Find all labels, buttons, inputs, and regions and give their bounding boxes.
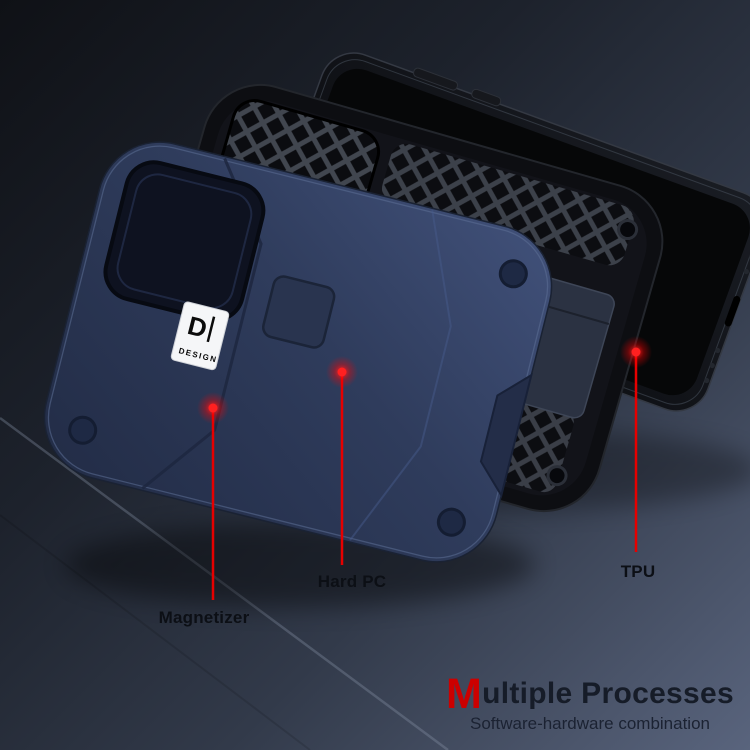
pc-sculpt-line — [349, 210, 452, 541]
label-tpu: TPU — [620, 562, 656, 581]
callout-dot-tpu — [631, 347, 641, 357]
caption-subtitle: Software-hardware combination — [469, 714, 710, 733]
pc-camera-cutout — [103, 160, 266, 323]
label-hard-pc: Hard PC — [317, 572, 387, 591]
tpu-corner-bumper — [546, 465, 568, 487]
caption-title-rest: ultiple Processes — [482, 676, 734, 710]
callout-dot-magnetizer — [208, 403, 218, 413]
pc-corner-ring — [68, 415, 98, 445]
caption: Multiple Processes Software-hardware com… — [446, 672, 734, 734]
tpu-corner-bumper — [617, 219, 639, 241]
pc-side-grip — [479, 373, 533, 499]
pc-corner-ring — [436, 507, 466, 537]
caption-title-initial: M — [445, 669, 483, 718]
logo-badge: D DESIGN — [170, 301, 230, 371]
pc-corner-ring — [498, 259, 528, 289]
pc-camera-cutout-ring — [116, 173, 253, 310]
table-edge-secondary — [0, 514, 311, 750]
phone-power-button — [471, 88, 502, 107]
tpu-lattice-top — [381, 143, 634, 266]
caption-title: Multiple Processes — [446, 672, 734, 715]
label-magnetizer: Magnetizer — [158, 608, 250, 627]
callouts — [197, 336, 652, 600]
phone-volume-button — [412, 67, 459, 91]
callout-dot-hardpc — [337, 367, 347, 377]
magnet-square — [261, 275, 336, 349]
pc-shell: D DESIGN — [43, 141, 553, 563]
phone-speaker-holes — [704, 253, 750, 384]
phone-charge-port — [724, 295, 741, 327]
